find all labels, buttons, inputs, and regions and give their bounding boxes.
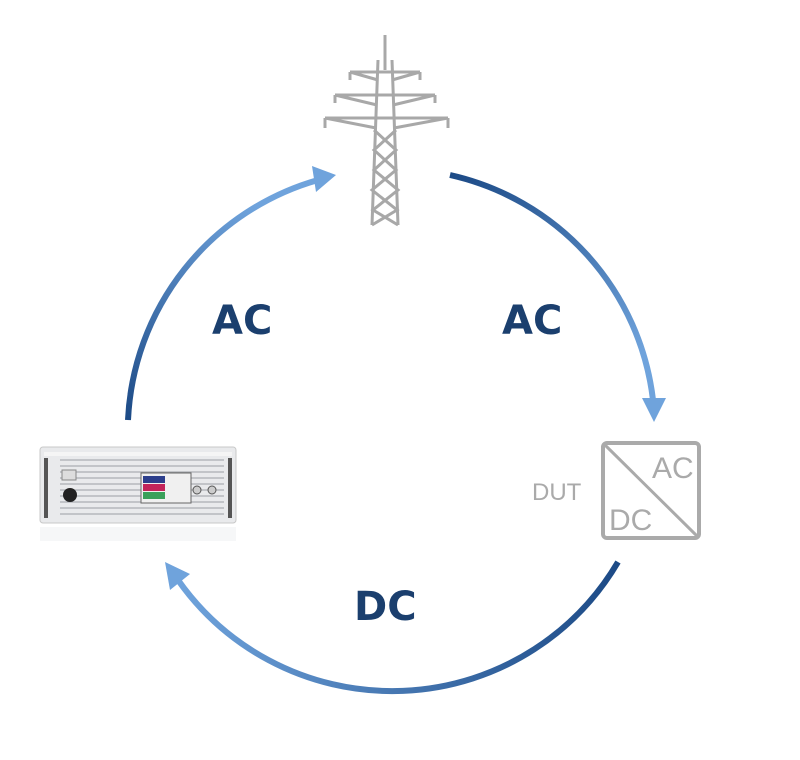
arrow-grid-to-dut [449, 172, 666, 422]
arrowhead-icon [165, 562, 190, 590]
dut-converter-icon: AC DC [601, 441, 701, 540]
power-supply-device [39, 446, 237, 541]
arrow-dut-to-device [165, 560, 621, 695]
power-switch-icon [63, 488, 77, 502]
dut-ac-label: AC [652, 452, 694, 485]
dut-label: DUT [532, 479, 582, 506]
arrow-device-to-grid [125, 166, 336, 421]
label-left-ac: AC [212, 298, 272, 344]
label-bottom-dc: DC [354, 584, 417, 630]
arrowhead-icon [642, 398, 666, 422]
label-right-ac: AC [502, 298, 562, 344]
dut-dc-label: DC [609, 504, 652, 537]
arrowhead-icon [312, 166, 336, 192]
power-tower-icon [323, 35, 450, 227]
